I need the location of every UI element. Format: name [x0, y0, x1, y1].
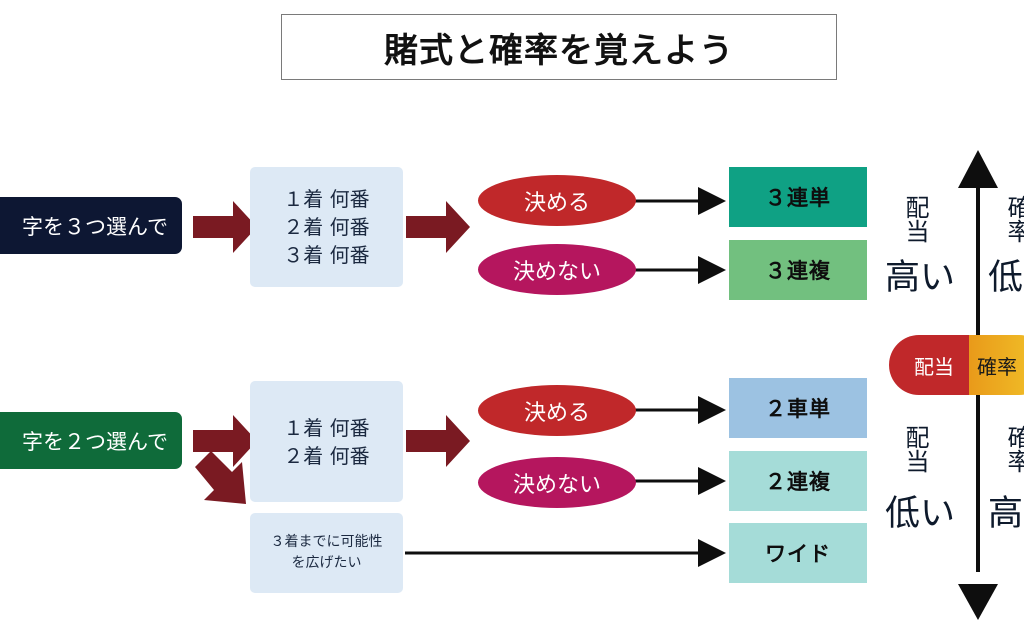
scale-top-prob-level: 低	[988, 258, 1024, 298]
info-line: １着 何番	[283, 187, 370, 211]
scale-bottom-payout-level: 低い	[885, 494, 956, 534]
page-title: 賭式と確率を覚えよう	[281, 14, 837, 80]
scale-bottom-prob-label: 確率	[1003, 425, 1024, 473]
scale-center-pill: 配当 確率	[889, 335, 1024, 395]
info-line: ３着までに可能性	[270, 534, 383, 550]
result-nirenpuku: ２連複	[729, 451, 867, 511]
oval-decide: 決める	[478, 175, 636, 226]
block-arrow-info-1	[406, 201, 470, 253]
result-wide: ワイド	[729, 523, 867, 583]
scale-char: 配当	[901, 425, 929, 473]
info-box-wide: ３着までに可能性 を広げたい	[250, 513, 403, 593]
scale-top-payout-level: 高い	[885, 258, 956, 298]
start-box-3: 字を３つ選んで	[0, 197, 182, 254]
result-sanrentan: ３連単	[729, 167, 867, 227]
info-line: ３着 何番	[283, 243, 370, 267]
block-arrow-start-1	[193, 201, 257, 253]
info-box-order-2: １着 何番 ２着 何番	[250, 381, 403, 502]
scale-char: 確率	[1003, 195, 1024, 243]
scale-bottom-payout-label: 配当	[901, 425, 934, 473]
scale-center-prob: 確率	[969, 335, 1024, 395]
scale-arrow-up-icon	[958, 150, 998, 188]
info-line: １着 何番	[283, 415, 370, 440]
info-box-order-3: １着 何番 ２着 何番 ３着 何番	[250, 167, 403, 287]
scale-bottom-prob-level: 高	[988, 494, 1024, 534]
arrowhead-2	[698, 256, 726, 284]
arrowhead-4	[698, 467, 726, 495]
oval-not-decide: 決めない	[478, 457, 636, 508]
scale-char: 配当	[901, 195, 929, 243]
info-line: ２着 何番	[283, 443, 370, 468]
oval-decide: 決める	[478, 385, 636, 436]
result-nishatan: ２車単	[729, 378, 867, 438]
scale-center-payout: 配当	[889, 335, 969, 395]
result-sanrenpuku: ３連複	[729, 240, 867, 300]
scale-char: 確率	[1003, 425, 1024, 473]
info-line: を広げたい	[291, 555, 362, 571]
arrowhead-3	[698, 396, 726, 424]
block-arrow-start-2	[193, 415, 257, 467]
oval-not-decide: 決めない	[478, 244, 636, 295]
scale-top-payout-label: 配当	[901, 195, 934, 243]
arrowhead-5	[698, 539, 726, 567]
scale-top-prob-label: 確率	[1003, 195, 1024, 243]
block-arrow-info-2	[406, 415, 470, 467]
scale-arrow-down-icon	[958, 584, 998, 620]
info-line: ２着 何番	[283, 215, 370, 239]
start-box-2: 字を２つ選んで	[0, 412, 182, 469]
arrowhead-1	[698, 187, 726, 215]
block-arrow-diagonal	[195, 451, 246, 504]
